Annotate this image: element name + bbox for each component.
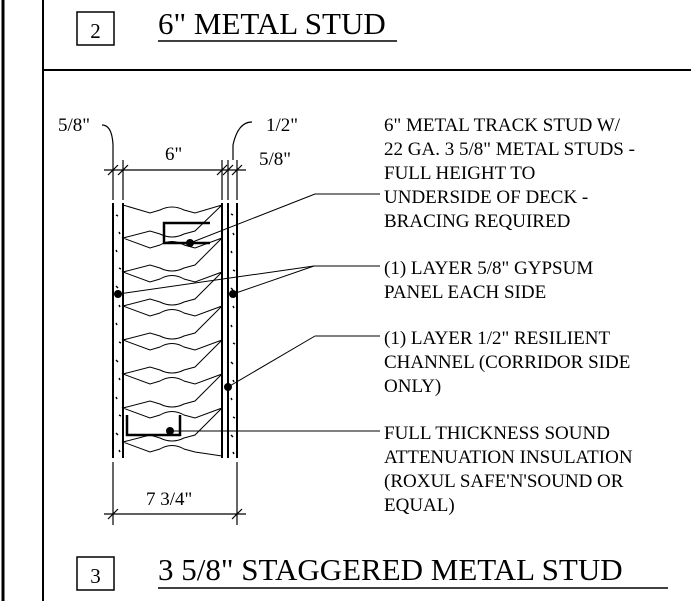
detail-number-box-2 — [76, 11, 115, 46]
dim-channel: 1/2" — [266, 115, 298, 136]
note-gypsum: (1) LAYER 5/8" GYPSUM PANEL EACH SIDE — [384, 258, 598, 303]
detail-title-3: 3 5/8" STAGGERED METAL STUD — [158, 552, 623, 587]
detail-number-2: 2 — [90, 19, 101, 43]
dim-overall: 7 3/4" — [146, 489, 192, 510]
note-channel: (1) LAYER 1/2" RESILIENT CHANNEL (CORRID… — [384, 328, 635, 397]
detail-number-3: 3 — [90, 564, 101, 588]
insulation-batt — [121, 204, 223, 457]
detail-title-2: 6" METAL STUD — [158, 6, 386, 41]
wall-assembly — [112, 203, 238, 458]
leader-dots — [114, 239, 237, 435]
metal-stud-bottom — [125, 415, 182, 437]
note-stud: 6" METAL TRACK STUD W/ 22 GA. 3 5/8" MET… — [384, 115, 640, 232]
detail-number-box-3 — [76, 556, 115, 591]
dim-stud-depth: 6" — [165, 144, 182, 165]
dimension-lines — [101, 121, 253, 525]
right-gypsum-hatch — [230, 213, 236, 455]
leader-lines — [117, 193, 380, 432]
dim-right-gypsum: 5/8" — [259, 149, 291, 170]
dim-left-gypsum: 5/8" — [58, 115, 90, 136]
note-insulation: FULL THICKNESS SOUND ATTENUATION INSULAT… — [384, 423, 637, 516]
left-gypsum-hatch — [115, 214, 122, 453]
